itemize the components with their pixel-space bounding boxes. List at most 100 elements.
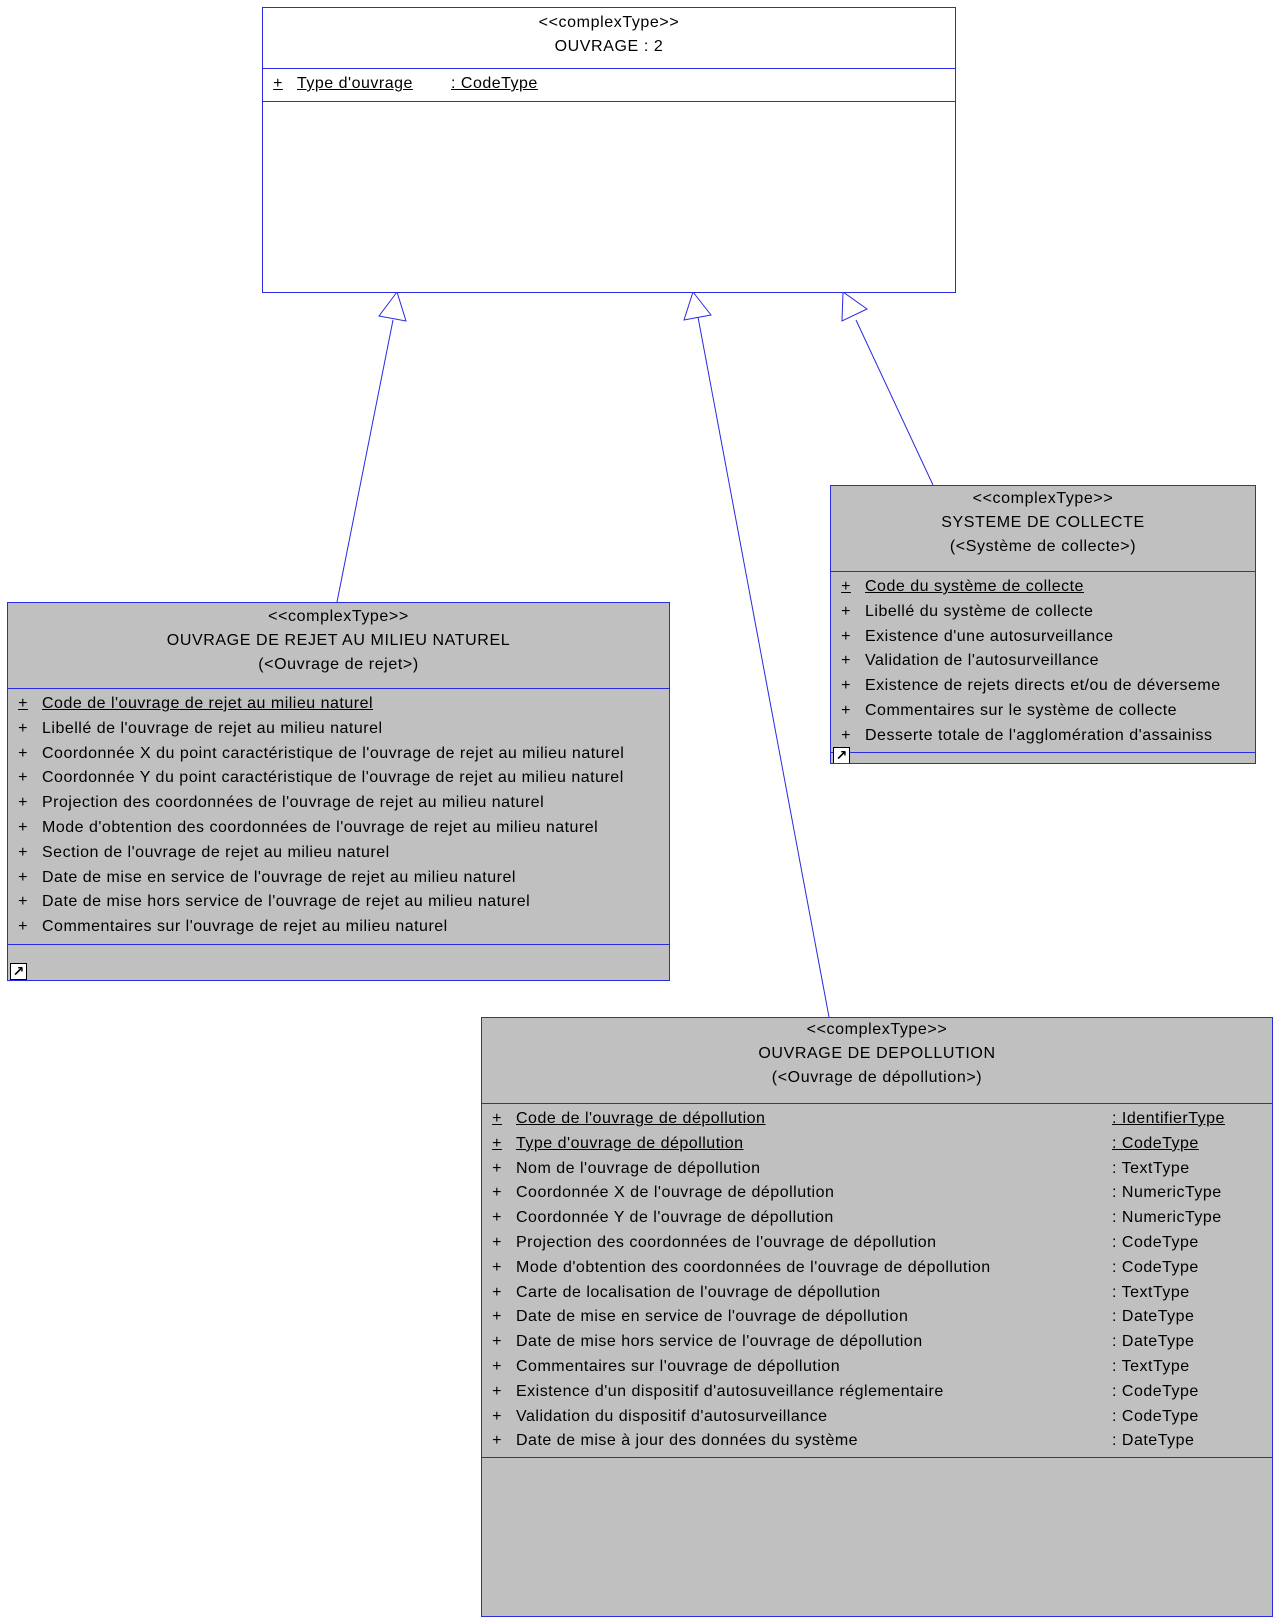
attribute-row[interactable]: + Projection des coordonnées de l'ouvrag… [8,791,669,816]
attribute-list: + Code du système de collecte + Libellé … [831,575,1255,749]
visibility-marker: + [18,695,28,712]
attribute-name: Commentaires sur le système de collecte [865,701,1178,719]
attribute-name: Validation de l'autosurveillance [865,652,1100,670]
attributes-divider [482,1457,1272,1458]
header-divider [263,68,955,69]
attribute-name: Commentaires sur l'ouvrage de rejet au m… [42,918,448,936]
attribute-row[interactable]: + Coordonnée Y du point caractéristique … [8,766,669,791]
attribute-row[interactable]: + Projection des coordonnées de l'ouvrag… [482,1231,1272,1256]
visibility-marker: + [273,75,283,92]
attribute-row[interactable]: + Type d'ouvrage : CodeType [263,72,955,97]
shortcut-arrow-icon[interactable]: ↗ [833,747,850,763]
class-stereotype: <<complexType>> [806,1021,948,1038]
attribute-row[interactable]: + Code de l'ouvrage de rejet au milieu n… [8,692,669,717]
attribute-row[interactable]: + Nom de l'ouvrage de dépollution : Text… [482,1157,1272,1182]
attribute-row[interactable]: + Coordonnée X du point caractéristique … [8,742,669,767]
attribute-row[interactable]: + Commentaires sur l'ouvrage de rejet au… [8,915,669,940]
attribute-name: Date de mise en service de l'ouvrage de … [516,1308,909,1326]
attribute-type: : NumericType [1112,1209,1222,1227]
attribute-type: : CodeType [1112,1382,1199,1400]
attribute-type: : CodeType [1112,1407,1199,1425]
attribute-type: : DateType [1112,1308,1195,1326]
visibility-marker: + [18,918,28,936]
visibility-marker: + [18,719,28,737]
attribute-row[interactable]: + Date de mise à jour des données du sys… [482,1429,1272,1454]
attribute-row[interactable]: + Validation du dispositif d'autosurveil… [482,1405,1272,1430]
attribute-name: Projection des coordonnées de l'ouvrage … [516,1233,937,1251]
attribute-name: Code de l'ouvrage de rejet au milieu nat… [42,695,374,712]
attribute-row[interactable]: + Mode d'obtention des coordonnées de l'… [482,1256,1272,1281]
attribute-row[interactable]: + Coordonnée X de l'ouvrage de dépolluti… [482,1181,1272,1206]
attribute-name: Date de mise hors service de l'ouvrage d… [516,1333,923,1351]
attribute-row[interactable]: + Code du système de collecte [831,575,1255,600]
visibility-marker: + [492,1357,502,1375]
attribute-row[interactable]: + Validation de l'autosurveillance [831,649,1255,674]
attribute-row[interactable]: + Type d'ouvrage de dépollution : CodeTy… [482,1132,1272,1157]
class-name: OUVRAGE : 2 [554,38,664,55]
class-ouvrage-de-depollution[interactable]: <<complexType>> OUVRAGE DE DEPOLLUTION (… [481,1017,1273,1617]
attribute-row[interactable]: + Carte de localisation de l'ouvrage de … [482,1281,1272,1306]
attribute-list: + Type d'ouvrage : CodeType [263,72,955,97]
visibility-marker: + [492,1134,502,1152]
attribute-type: : CodeType [451,75,538,92]
visibility-marker: + [492,1233,502,1251]
attribute-row[interactable]: + Date de mise en service de l'ouvrage d… [8,866,669,891]
attribute-name: Libellé de l'ouvrage de rejet au milieu … [42,719,383,737]
visibility-marker: + [841,726,851,744]
class-stereotype: <<complexType>> [538,14,680,31]
attribute-type: : TextType [1112,1283,1190,1301]
attribute-row[interactable]: + Libellé de l'ouvrage de rejet au milie… [8,717,669,742]
attribute-row[interactable]: + Commentaires sur l'ouvrage de dépollut… [482,1355,1272,1380]
class-systeme-de-collecte[interactable]: <<complexType>> SYSTEME DE COLLECTE (<Sy… [830,485,1256,764]
attribute-name: Commentaires sur l'ouvrage de dépollutio… [516,1357,841,1375]
attribute-row[interactable]: + Mode d'obtention des coordonnées de l'… [8,816,669,841]
visibility-marker: + [841,701,851,719]
class-ouvrage-de-rejet[interactable]: <<complexType>> OUVRAGE DE REJET AU MILI… [7,602,670,981]
attribute-type: : CodeType [1112,1233,1199,1251]
visibility-marker: + [18,843,28,861]
attribute-row[interactable]: + Date de mise hors service de l'ouvrage… [8,890,669,915]
attribute-row[interactable]: + Code de l'ouvrage de dépollution : Ide… [482,1107,1272,1132]
visibility-marker: + [18,769,28,787]
visibility-marker: + [841,677,851,695]
attribute-type: : CodeType [1112,1258,1199,1276]
attribute-name: Date de mise en service de l'ouvrage de … [42,868,516,886]
attribute-name: Nom de l'ouvrage de dépollution [516,1159,761,1177]
link-collecte-to-ouvrage [855,319,934,486]
attribute-row[interactable]: + Existence d'un dispositif d'autosuveil… [482,1380,1272,1405]
visibility-marker: + [492,1209,502,1227]
attribute-name: Section de l'ouvrage de rejet au milieu … [42,843,390,861]
attribute-row[interactable]: + Section de l'ouvrage de rejet au milie… [8,841,669,866]
visibility-marker: + [841,627,851,645]
attribute-name: Mode d'obtention des coordonnées de l'ou… [42,818,599,836]
visibility-marker: + [18,818,28,836]
attribute-name: Desserte totale de l'agglomération d'ass… [865,726,1213,744]
attribute-row[interactable]: + Commentaires sur le système de collect… [831,699,1255,724]
attribute-row[interactable]: + Date de mise en service de l'ouvrage d… [482,1305,1272,1330]
attribute-row[interactable]: + Existence d'une autosurveillance [831,625,1255,650]
attribute-name: Coordonnée Y de l'ouvrage de dépollution [516,1209,834,1227]
attribute-name: Coordonnée X de l'ouvrage de dépollution [516,1184,835,1202]
class-ouvrage[interactable]: <<complexType>> OUVRAGE : 2 + Type d'ouv… [262,7,956,293]
attribute-type: : NumericType [1112,1184,1222,1202]
attribute-row[interactable]: + Date de mise hors service de l'ouvrage… [482,1330,1272,1355]
visibility-marker: + [492,1159,502,1177]
attribute-row[interactable]: + Desserte totale de l'agglomération d'a… [831,724,1255,749]
visibility-marker: + [841,602,851,620]
attribute-row[interactable]: + Libellé du système de collecte [831,600,1255,625]
attribute-name: Libellé du système de collecte [865,602,1094,620]
visibility-marker: + [841,652,851,670]
class-name: SYSTEME DE COLLECTE [941,514,1145,531]
visibility-marker: + [492,1382,502,1400]
header-divider [831,571,1255,572]
attribute-row[interactable]: + Coordonnée Y de l'ouvrage de dépolluti… [482,1206,1272,1231]
visibility-marker: + [18,794,28,812]
attributes-divider [263,101,955,102]
attribute-name: Code du système de collecte [865,578,1084,595]
class-name: OUVRAGE DE REJET AU MILIEU NATUREL [166,632,511,649]
visibility-marker: + [492,1333,502,1351]
attribute-type: : IdentifierType [1112,1110,1225,1127]
attribute-name: Date de mise hors service de l'ouvrage d… [42,893,531,911]
shortcut-arrow-icon[interactable]: ↗ [10,963,27,980]
attribute-row[interactable]: + Existence de rejets directs et/ou de d… [831,674,1255,699]
